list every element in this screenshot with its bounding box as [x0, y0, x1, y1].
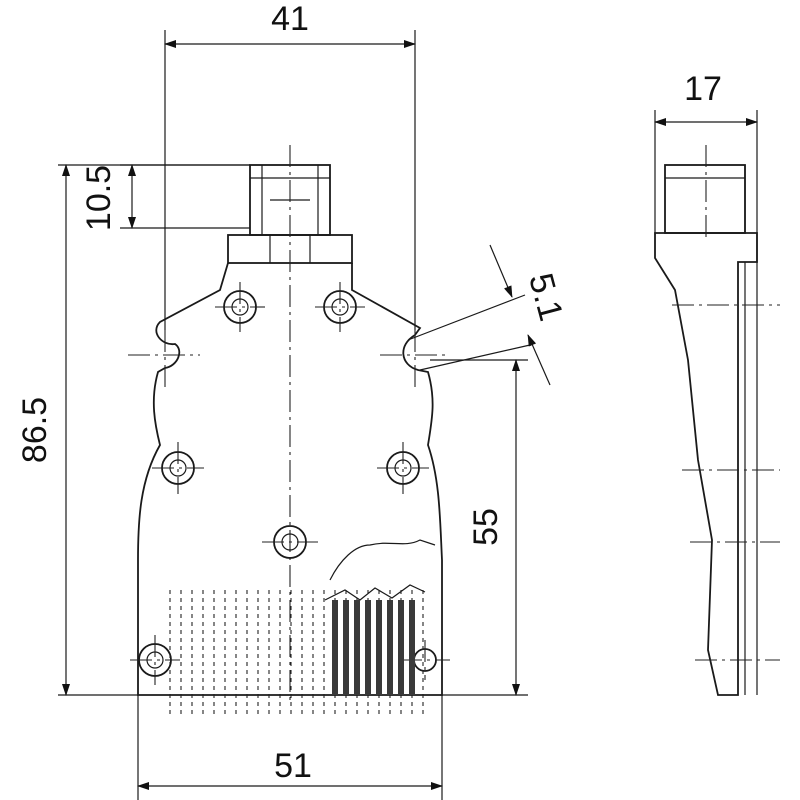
exposed-contact	[398, 600, 404, 695]
exposed-contact	[387, 600, 393, 695]
contact-pins	[169, 590, 424, 715]
exposed-contact	[354, 600, 360, 695]
side-profile-outline	[654, 232, 758, 696]
dim-side-depth: 17	[654, 70, 758, 262]
screw-top-right	[315, 282, 365, 332]
dim-label-slot-width: 5.1	[521, 269, 570, 324]
dim-label-bottom-width: 51	[274, 747, 312, 785]
dim-label-mount-pitch: 55	[467, 508, 505, 546]
dim-clamp-height: 10.5	[80, 164, 250, 231]
screw-bottom-left	[130, 635, 180, 685]
exposed-contact	[409, 600, 415, 695]
dim-label-total-height: 86.5	[16, 397, 54, 463]
side-view	[654, 145, 780, 696]
screw-mid-right	[377, 442, 429, 494]
exposed-contact	[376, 600, 382, 695]
screw-center	[262, 525, 318, 559]
screw-mid-left	[152, 442, 204, 494]
screw-top-left	[215, 282, 265, 332]
housing-outline	[137, 262, 443, 696]
dim-label-side-depth: 17	[684, 70, 722, 108]
dim-label-clamp-height: 10.5	[80, 165, 118, 231]
dim-bottom-width: 51	[137, 695, 443, 800]
dim-label-top-width: 41	[271, 0, 309, 38]
cable-clamp	[227, 164, 353, 264]
dim-top-width: 41	[164, 0, 416, 330]
exposed-contact	[332, 600, 338, 695]
dim-slot-width: 5.1	[407, 244, 570, 386]
exposed-contact	[343, 600, 349, 695]
cutaway-edge	[329, 539, 436, 581]
front-view	[128, 145, 450, 715]
dim-total-height: 86.5	[16, 164, 250, 696]
dim-mount-pitch: 55	[430, 359, 528, 696]
exposed-contact	[365, 600, 371, 695]
